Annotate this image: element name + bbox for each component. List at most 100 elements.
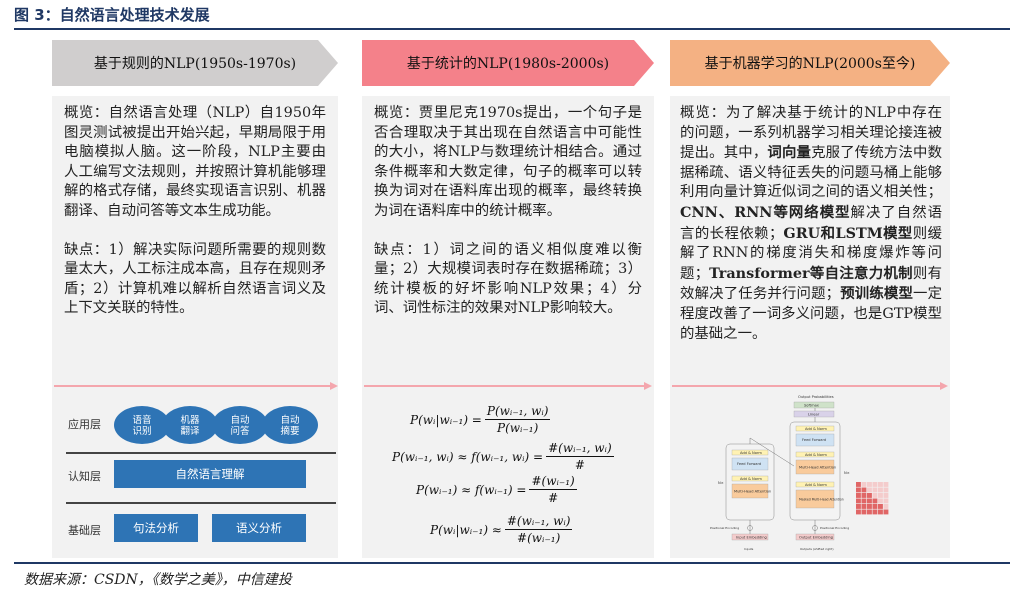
mask-cell: [861, 482, 867, 487]
text-statistics: 概览：贾里尼克1970s提出，一个句子是否合理取决于其出现在自然语言中可能性的大…: [374, 104, 642, 338]
figure-title: 图 3：自然语言处理技术发展: [14, 6, 210, 24]
mask-cell: [861, 493, 867, 498]
cons-text: 1）词之间的语义相似度难以衡量；2）大规模词表时存在数据稀疏；3）统计模板的好坏…: [374, 241, 642, 317]
oval-translate: 机器翻译: [162, 406, 218, 444]
overview-label: 概览：: [374, 105, 419, 121]
mask-cell: [856, 509, 861, 515]
transformer-pos-enc-in: Positional Encoding: [710, 526, 739, 530]
header-ml: 基于机器学习的NLP(2000s至今): [704, 56, 916, 72]
overview-text: 贾里尼克1970s提出，一个句子是否合理取决于其出现在自然语言中可能性的大小，将…: [374, 105, 642, 219]
mask-cell: [872, 487, 878, 493]
mask-cell: [867, 509, 872, 515]
mask-cell: [883, 493, 889, 498]
cons-text: 1）解决实际问题所需要的规则数量太大，人工标注成本高，且存在规则矛盾；2）计算机…: [64, 241, 326, 317]
mask-cell: [878, 504, 883, 509]
overview-label: 概览：: [64, 105, 109, 121]
text-ml: 概览：为了解决基于统计的NLP中存在的问题，一系列机器学习相关理论接连被提出。其…: [680, 105, 942, 342]
formula-1: P(wᵢ|wᵢ₋₁) = P(wᵢ₋₁, wᵢ)P(wᵢ₋₁): [410, 404, 551, 435]
mask-cell: [861, 504, 867, 509]
mask-cell: [856, 498, 861, 504]
box-nlu: 自然语言理解: [114, 460, 306, 488]
box-semantic: 语义分析: [212, 514, 306, 542]
mask-cell: [867, 482, 872, 487]
transformer-dec-feed-forward: Feed Forward: [802, 438, 826, 442]
mask-cell: [856, 482, 861, 487]
mask-cell: [872, 498, 878, 504]
column-ml: 基于机器学习的NLP(2000s至今): [670, 40, 950, 86]
layer-separator: [66, 452, 336, 454]
mask-cell: [883, 504, 889, 509]
column-statistics: 基于统计的NLP(1980s-2000s): [362, 40, 654, 86]
mask-cell: [883, 487, 889, 493]
transformer-nx-dec: N×: [844, 471, 850, 475]
transformer-dec-masked-mha: Masked Multi-Head Attention: [799, 498, 844, 502]
header-arrow-statistics: 基于统计的NLP(1980s-2000s): [362, 40, 654, 86]
mask-cell: [867, 487, 872, 493]
transformer-dec-add-norm-3: Add & Norm: [805, 427, 827, 431]
layer-label-cognition: 认知层: [68, 470, 101, 483]
cons-label: 缺点：: [64, 241, 109, 258]
mask-cell: [878, 498, 883, 504]
mask-cell: [867, 493, 872, 498]
transformer-enc-mha: Multi-Head Attention: [734, 490, 771, 494]
oval-summary: 自动摘要: [262, 406, 318, 444]
source-note: 数据来源：CSDN，《数学之美》，中信建投: [24, 572, 292, 588]
mask-cell: [883, 482, 889, 487]
header-arrow-rule-based: 基于规则的NLP(1950s-1970s): [52, 40, 338, 86]
mask-cell: [872, 482, 878, 487]
header-statistics: 基于统计的NLP(1980s-2000s): [406, 56, 610, 72]
text-rule-based: 概览：自然语言处理（NLP）自1950年图灵测试被提出开始兴起，早期局限于用电脑…: [64, 104, 326, 338]
formula-4: P(wᵢ|wᵢ₋₁) ≈ #(wᵢ₋₁, wᵢ)#(wᵢ₋₁): [430, 514, 573, 545]
column-rule-based: 基于规则的NLP(1950s-1970s): [52, 40, 338, 86]
transformer-enc-add-norm-1: Add & Norm: [740, 477, 762, 481]
mask-cell: [878, 493, 883, 498]
transformer-enc-add-norm-2: Add & Norm: [740, 451, 762, 455]
mask-cell: [878, 482, 883, 487]
mask-cell: [872, 504, 878, 509]
mask-cell: [856, 487, 861, 493]
panel-statistics: [362, 96, 654, 558]
formula-3: P(wᵢ₋₁) ≈ f(wᵢ₋₁) = #(wᵢ₋₁)#: [416, 474, 577, 505]
transformer-pos-enc-out: Positional Encoding: [820, 526, 849, 530]
bottom-rule: [14, 562, 1010, 564]
layer-label-base: 基础层: [68, 524, 101, 537]
top-rule: [14, 28, 1010, 30]
mask-cell: [856, 504, 861, 509]
transformer-linear: Linear: [808, 413, 820, 417]
mask-cell: [883, 498, 889, 504]
mask-cell: [872, 509, 878, 515]
transformer-softmax: Softmax: [804, 404, 820, 408]
mask-cell: [861, 487, 867, 493]
transformer-nx-enc: N×: [718, 481, 724, 485]
mask-cell: [883, 509, 889, 515]
transformer-outputs: Outputs (shifted right): [800, 547, 834, 551]
oval-qa: 自动问答: [212, 406, 268, 444]
transformer-dec-add-norm-1: Add & Norm: [805, 483, 827, 487]
mask-cell: [867, 498, 872, 504]
transformer-output-embedding: Output Embedding: [799, 535, 833, 539]
box-syntax: 句法分析: [114, 514, 198, 542]
cons-label: 缺点：: [374, 241, 423, 258]
layer-separator: [66, 502, 336, 504]
layer-label-app: 应用层: [68, 418, 101, 431]
transformer-output-probabilities: Output Probabilities: [798, 395, 834, 399]
mask-cell: [856, 493, 861, 498]
transformer-diagram: Output Probabilities Softmax Linear Add …: [710, 395, 850, 551]
transformer-input-embedding: Input Embedding: [736, 535, 767, 539]
oval-speech: 语音识别: [114, 406, 170, 444]
header-rule-based: 基于规则的NLP(1950s-1970s): [93, 56, 297, 72]
mask-cell: [861, 509, 867, 515]
transformer-enc-feed-forward: Feed Forward: [737, 462, 761, 466]
formula-2: P(wᵢ₋₁, wᵢ) ≈ f(wᵢ₋₁, wᵢ) = #(wᵢ₋₁, wᵢ)#: [392, 441, 614, 472]
mask-cell: [878, 487, 883, 493]
attention-mask-grid: [856, 482, 889, 515]
mask-cell: [861, 498, 867, 504]
overview-text: 自然语言处理（NLP）自1950年图灵测试被提出开始兴起，早期局限于用电脑模拟人…: [64, 105, 326, 219]
transformer-inputs: Inputs: [744, 547, 754, 551]
transformer-dec-mha: Multi-Head Attention: [799, 466, 836, 470]
mask-cell: [878, 509, 883, 515]
transformer-dec-add-norm-2: Add & Norm: [805, 453, 827, 457]
header-arrow-ml: 基于机器学习的NLP(2000s至今): [670, 40, 950, 86]
mask-cell: [867, 504, 872, 509]
mask-cell: [872, 493, 878, 498]
